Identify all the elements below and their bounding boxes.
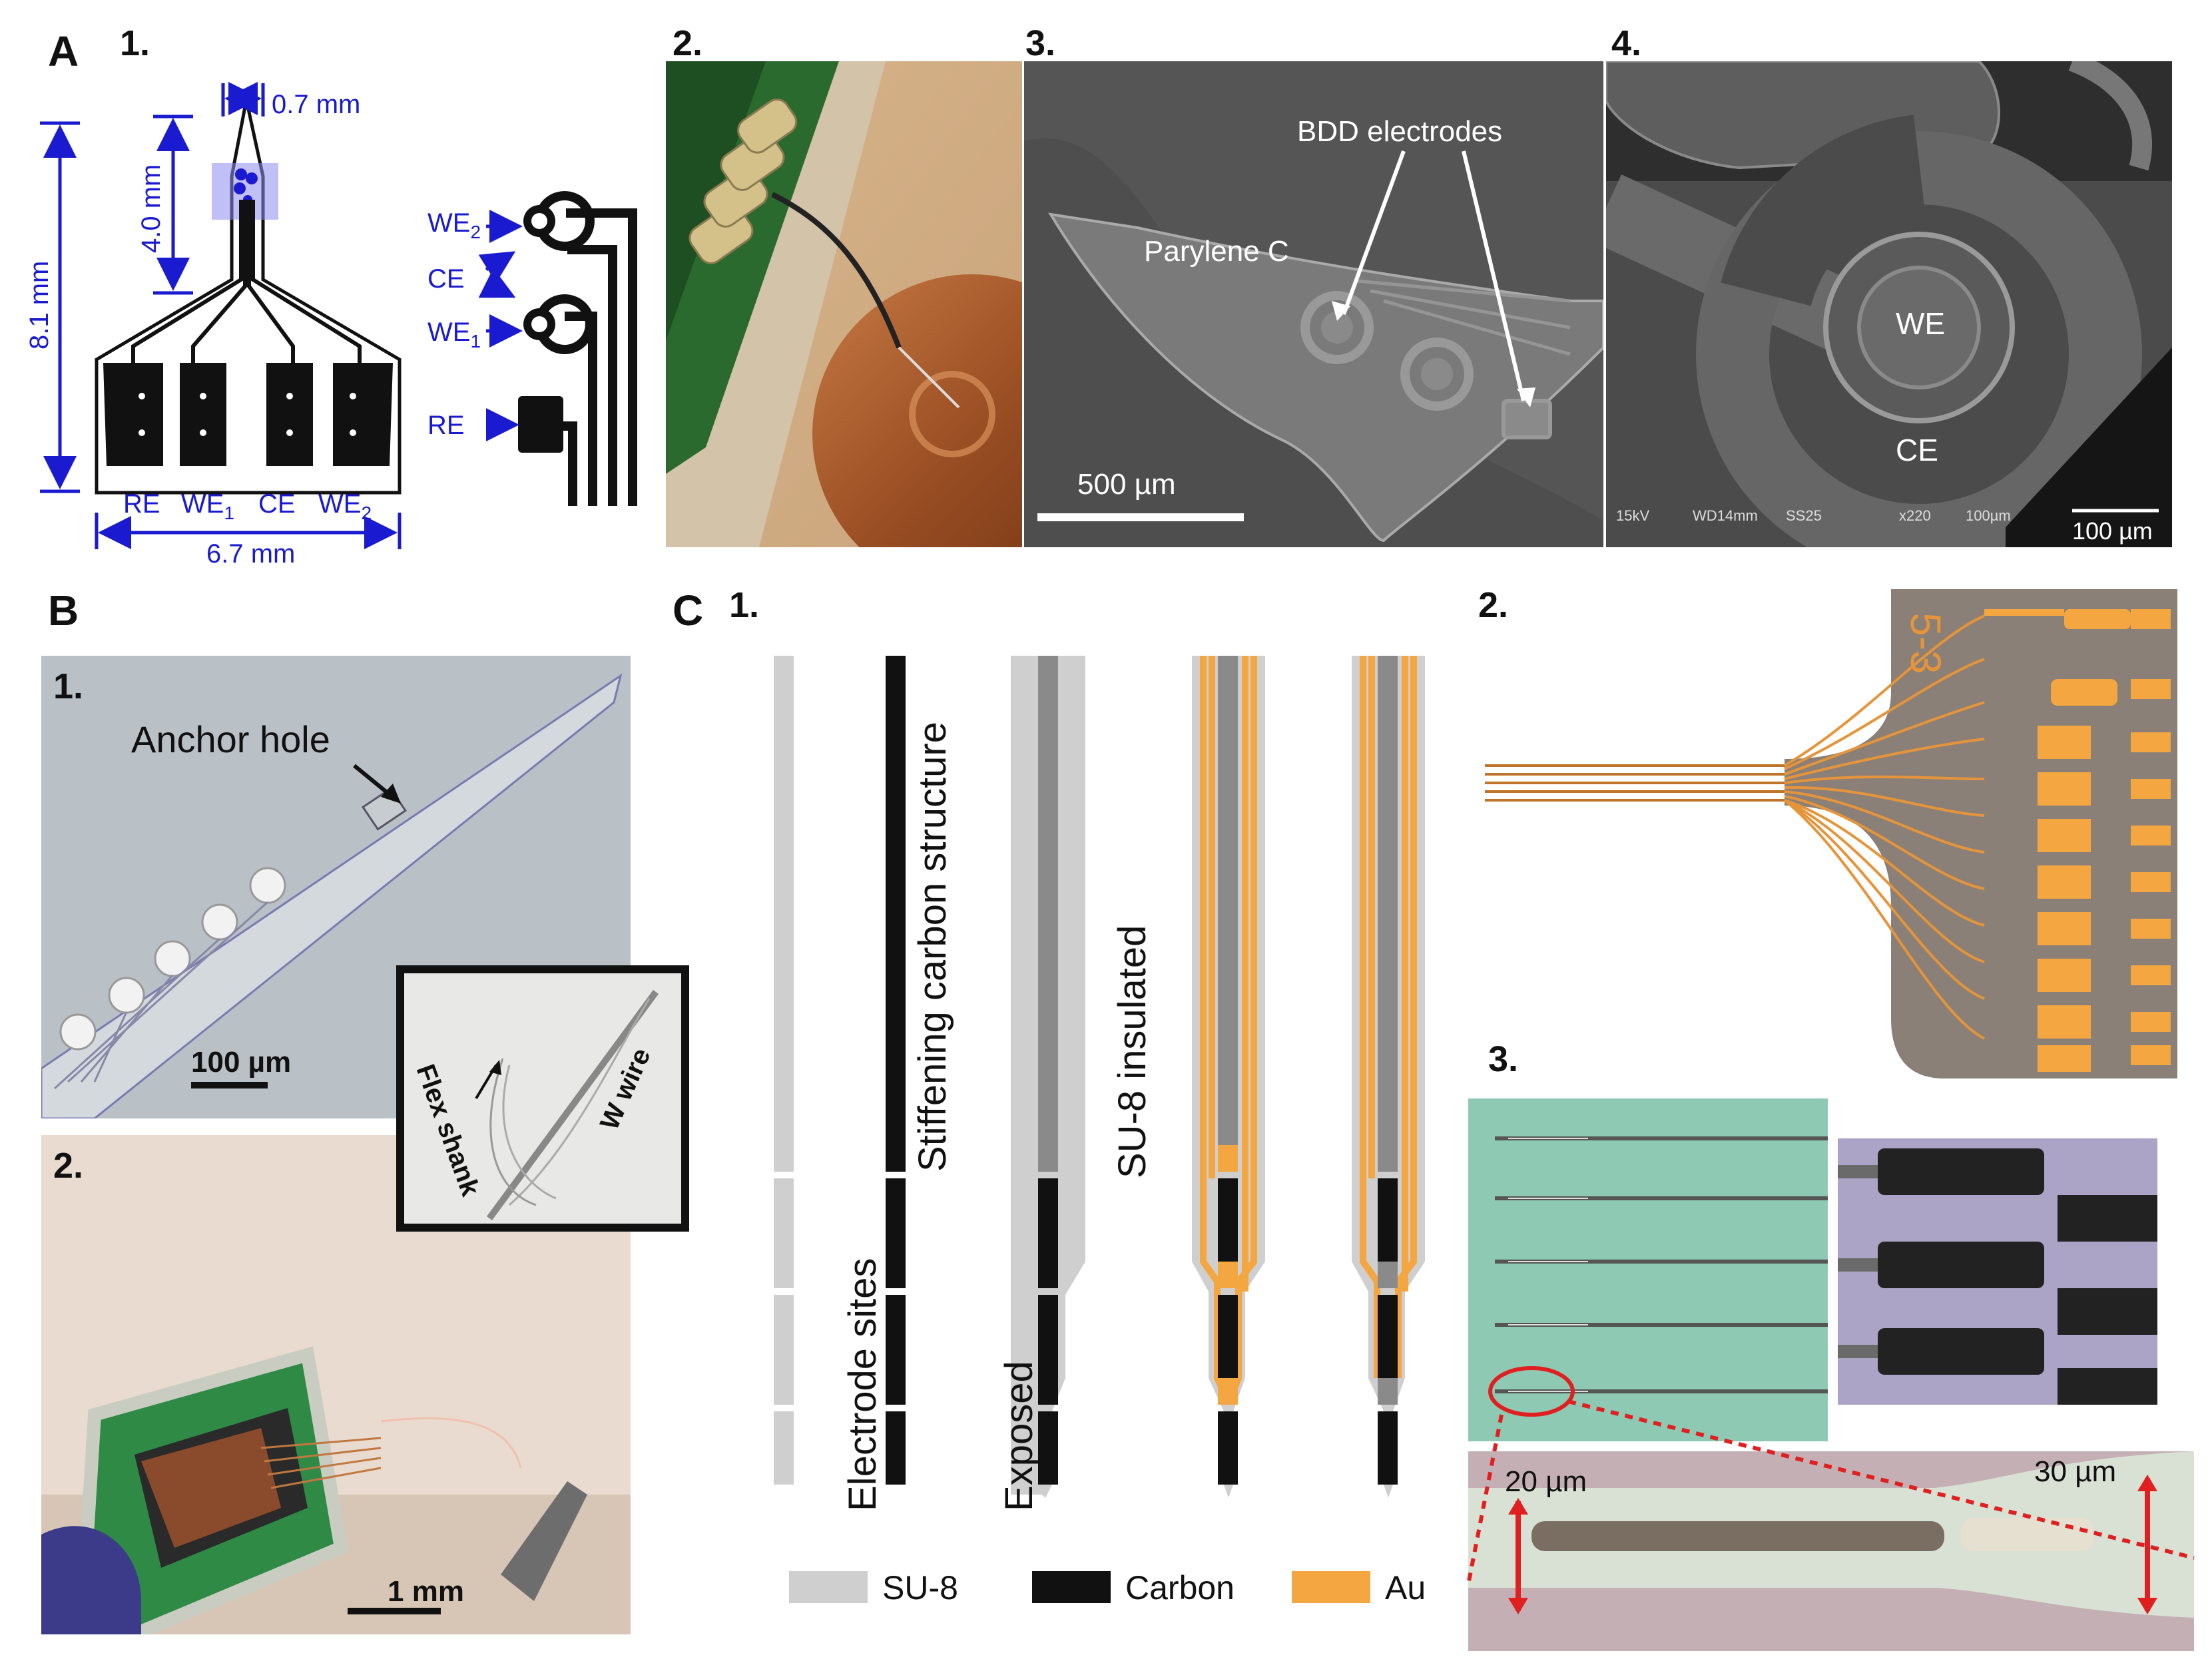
scale-label-b2: 1 mm — [388, 1575, 464, 1608]
dim-width-label: 6.7 mm — [206, 539, 295, 569]
panel-c2-number: 2. — [1478, 585, 1509, 625]
panel-b1-inset: Flex shank W wire — [396, 965, 689, 1232]
svg-text:WE2: WE2 — [318, 489, 372, 523]
dim-20um: 20 µm — [1505, 1465, 1587, 1498]
parylene-probe — [1048, 212, 1603, 543]
panel-b1-number: 1. — [53, 666, 84, 706]
panel-c1-probe-layouts: Stiffening carbon structure Electrode si… — [774, 656, 1426, 1606]
label-bdd-electrodes: BDD electrodes — [1297, 115, 1502, 148]
legend-label-au: Au — [1385, 1569, 1426, 1606]
label-exposed: Exposed — [997, 1361, 1041, 1511]
panel-a1-electrode-detail: WE2 CE WE1 RE — [427, 191, 637, 506]
panel-a4-sem-image: WE CE 15kV WD14mm SS25 x220 100µm 100 µm — [1606, 61, 2172, 547]
panel-b2-photo: 1 mm — [41, 1135, 631, 1634]
panel-a2-photo — [666, 61, 1022, 547]
scale-label-500um: 500 µm — [1077, 468, 1176, 501]
label-ce: CE — [427, 264, 465, 294]
dim-tip-label: 0.7 mm — [272, 90, 360, 119]
legend-label-su8: SU-8 — [882, 1569, 958, 1606]
panel-b1-micrograph: Anchor hole 100 µm — [41, 656, 631, 1118]
contact-pads — [103, 363, 393, 466]
sem-meta-mag: x220 — [1899, 507, 1931, 524]
pad-label-we2-sub: 2 — [361, 503, 372, 523]
panel-a-letter: A — [48, 27, 79, 75]
legend-label-carbon: Carbon — [1125, 1569, 1235, 1606]
panel-a3-number: 3. — [1025, 23, 1056, 63]
panel-b2-number: 2. — [53, 1146, 84, 1186]
pad-label-we1: WE — [181, 489, 224, 519]
panel-c-letter: C — [673, 587, 704, 634]
label-re: RE — [427, 411, 465, 440]
scale-label-b1: 100 µm — [191, 1046, 291, 1078]
svg-text:WE1: WE1 — [427, 318, 481, 352]
legend-swatch-su8 — [789, 1571, 868, 1603]
panel-a2-number: 2. — [673, 23, 703, 63]
panel-c2-chip-layout: 5-3 — [1485, 589, 2177, 1078]
legend: SU-8 Carbon Au — [789, 1569, 1426, 1606]
legend-swatch-carbon — [1032, 1571, 1111, 1603]
panel-a4-number: 4. — [1611, 23, 1642, 63]
panel-c3-needles-photo — [1468, 1098, 1828, 1441]
svg-text:WE1: WE1 — [181, 489, 234, 523]
label-anchor-hole: Anchor hole — [131, 718, 330, 760]
label-ce: CE — [1896, 433, 1938, 467]
panel-a1-probe-schematic: 0.7 mm 4.0 mm 8.1 mm 6.7 mm RE WE1 CE WE… — [25, 82, 402, 569]
pad-label-we1-sub: 1 — [224, 503, 234, 523]
dim-30um: 30 µm — [2034, 1455, 2116, 1488]
pad-label-we2: WE — [318, 489, 361, 519]
scale-label-100um: 100 µm — [2072, 517, 2153, 545]
label-electrode-sites: Electrode sites — [841, 1258, 884, 1511]
sem-meta-scale: 100µm — [1966, 507, 2011, 524]
panel-c1-number: 1. — [729, 585, 760, 625]
label-we1: WE — [427, 318, 470, 347]
label-we2: WE — [427, 208, 470, 238]
pad-label-re: RE — [123, 489, 160, 519]
label-we1-sub: 1 — [470, 331, 481, 352]
panel-b-letter: B — [48, 587, 79, 634]
label-su8-insulated: SU-8 insulated — [1111, 925, 1154, 1178]
sem-meta-kv: 15kV — [1616, 507, 1649, 524]
sem-meta-bar: 15kV WD14mm SS25 x220 100µm — [1616, 507, 2011, 524]
pad-label-ce: CE — [258, 489, 296, 519]
label-we: WE — [1896, 306, 1945, 341]
dim-total-label: 8.1 mm — [25, 261, 54, 350]
label-we2-sub: 2 — [470, 222, 481, 242]
panel-c3-tip-closeup: 20 µm 30 µm — [1468, 1451, 2194, 1651]
sem-meta-ss: SS25 — [1786, 507, 1822, 524]
label-stiffening: Stiffening carbon structure — [911, 722, 954, 1172]
dim-shank-label: 4.0 mm — [137, 164, 166, 253]
sem-meta-wd: WD14mm — [1693, 507, 1758, 524]
legend-swatch-au — [1292, 1571, 1370, 1603]
panel-c3-number: 3. — [1488, 1039, 1519, 1079]
panel-a1-number: 1. — [120, 23, 150, 63]
panel-c3-pads-photo — [1838, 1138, 2157, 1405]
zoom-lines — [1466, 1399, 2195, 1585]
svg-text:WE2: WE2 — [427, 208, 481, 242]
probe-outline — [95, 99, 402, 495]
label-parylene: Parylene C — [1144, 235, 1289, 268]
panel-a3-sem-image: BDD electrodes Parylene C 500 µm — [1024, 61, 1603, 547]
